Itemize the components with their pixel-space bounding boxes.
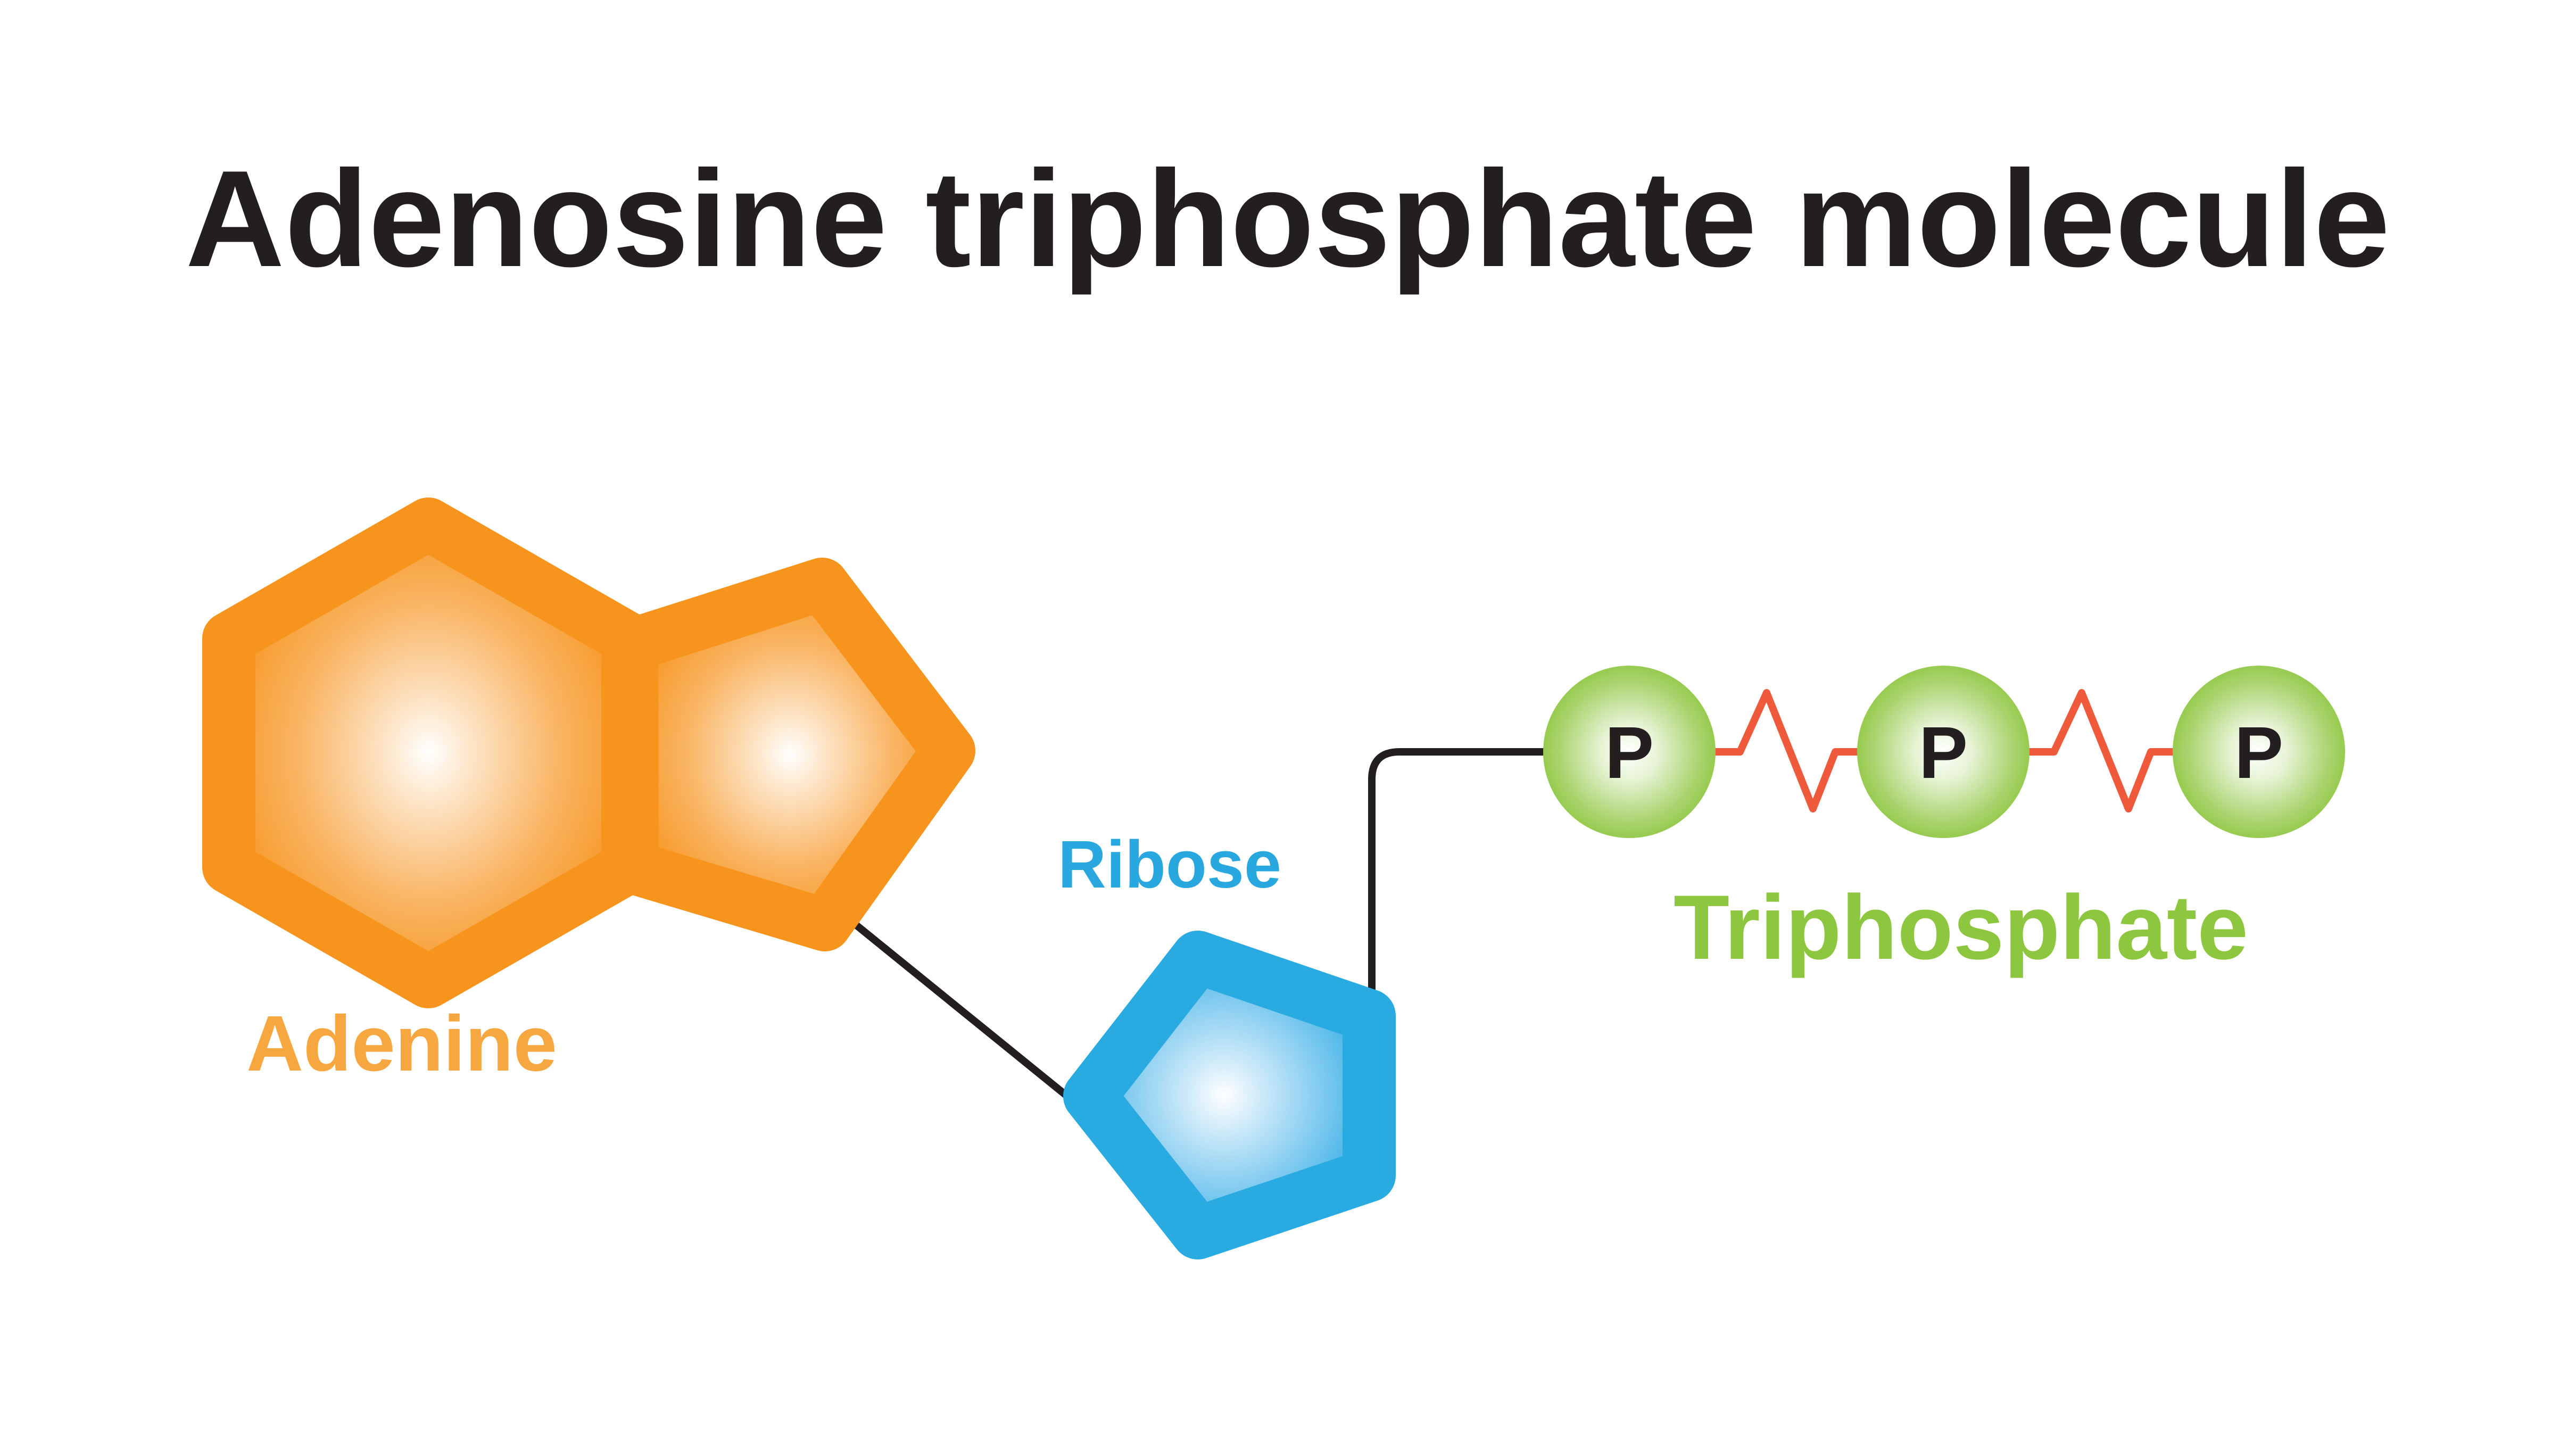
phosphate-group-3: P	[2173, 666, 2345, 838]
adenine-label: Adenine	[246, 1000, 557, 1088]
adenine-pentagon	[605, 558, 975, 951]
ribose-phosphate-bond	[1368, 748, 1573, 1015]
adenine-hexagon	[202, 498, 655, 1008]
phosphate-group-2: P	[1857, 666, 2030, 838]
diagram-title: Adenosine triphosphate molecule	[186, 142, 2390, 296]
high-energy-bond-2	[2018, 689, 2183, 812]
phosphate-symbol-3: P	[2234, 712, 2283, 794]
phosphate-symbol-2: P	[1919, 712, 1968, 794]
ribose-pentagon	[1063, 931, 1396, 1259]
phosphate-group-1: P	[1543, 666, 1716, 838]
triphosphate-label: Triphosphate	[1674, 876, 2248, 979]
adenine-ribose-bond	[837, 909, 1084, 1110]
high-energy-bond-1	[1704, 689, 1866, 812]
ribose-label: Ribose	[1058, 827, 1281, 902]
phosphate-symbol-1: P	[1605, 712, 1654, 794]
